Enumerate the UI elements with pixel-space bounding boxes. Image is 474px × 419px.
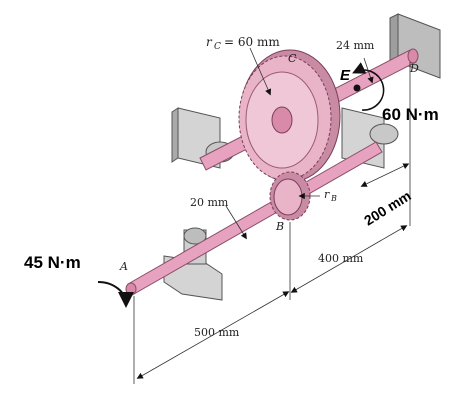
torque-d-value: 60 N·m [382,105,439,124]
dim-200mm: 200 mm [361,187,414,228]
gear-c [238,49,341,183]
point-a-label: A [119,260,128,273]
dim-400mm: 400 mm [318,252,364,265]
shaft-ab [125,141,383,296]
rb-subscript: B [330,194,337,203]
rc-label: r [206,35,213,49]
point-e-label: E [340,67,351,84]
torque-arrow-e [352,62,385,111]
dimension-lines [133,47,411,384]
rb-label: r [324,188,330,201]
torque-arrow-a [97,281,134,308]
torque-a-value: 45 N·m [24,253,81,272]
rc-value: = 60 mm [224,35,280,49]
point-d-label: D [409,62,419,75]
point-b-label: B [275,220,284,233]
dim-20mm: 20 mm [190,196,229,209]
point-c-label: C [288,52,297,65]
rc-subscript: C [214,42,221,52]
dim-24mm: 24 mm [336,39,375,52]
dim-500mm: 500 mm [194,326,240,339]
